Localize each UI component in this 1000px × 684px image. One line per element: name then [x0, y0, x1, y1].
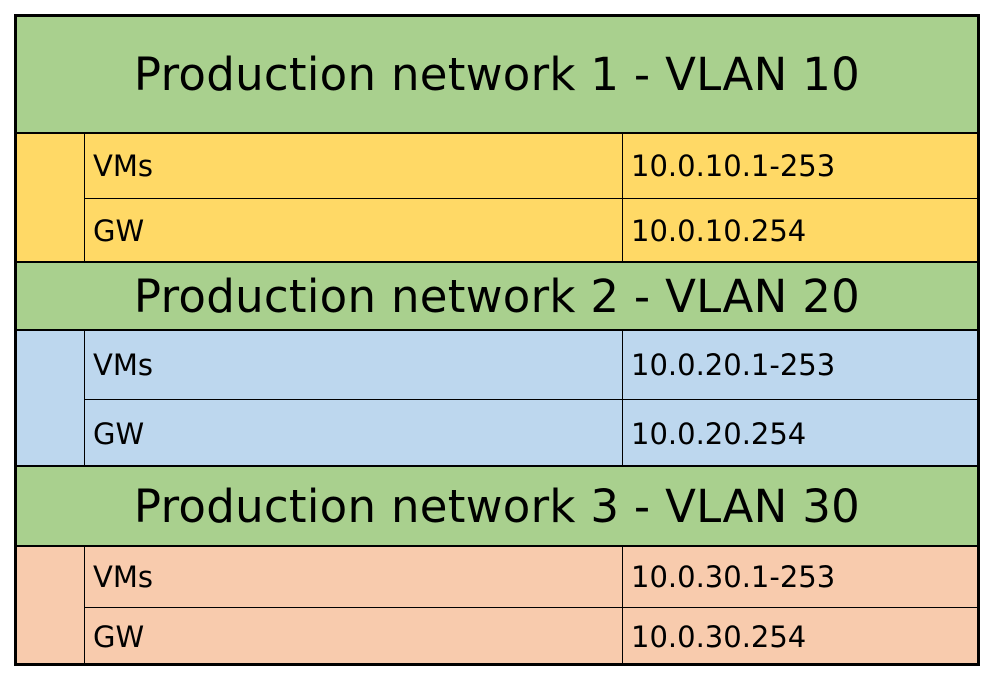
- table-row: VMs 10.0.30.1-253: [85, 547, 977, 607]
- row-label: GW: [85, 400, 623, 467]
- row-value: 10.0.10.1-253: [631, 149, 836, 183]
- table-row: VMs 10.0.10.1-253: [85, 134, 977, 198]
- row-value: 10.0.20.254: [631, 416, 807, 451]
- row-value: 10.0.20.1-253: [631, 348, 836, 382]
- network-table: Production network 1 - VLAN 10 VMs 10.0.…: [14, 14, 980, 666]
- network-1-indent: [17, 134, 85, 261]
- row-value: 10.0.30.1-253: [631, 560, 836, 594]
- network-3-title: Production network 3 - VLAN 30: [17, 465, 977, 545]
- row-label: GW: [85, 608, 623, 665]
- network-3-block: VMs 10.0.30.1-253 GW 10.0.30.254: [17, 545, 977, 665]
- row-label: VMs: [85, 331, 623, 399]
- table-row: VMs 10.0.20.1-253: [85, 331, 977, 399]
- network-1-title: Production network 1 - VLAN 10: [17, 17, 977, 132]
- network-2-title: Production network 2 - VLAN 20: [17, 261, 977, 329]
- row-label: GW: [85, 199, 623, 263]
- table-row: GW 10.0.20.254: [85, 399, 977, 467]
- table-row: GW 10.0.30.254: [85, 607, 977, 665]
- row-value: 10.0.30.254: [631, 619, 807, 654]
- row-value: 10.0.10.254: [631, 214, 807, 248]
- network-3-indent: [17, 547, 85, 663]
- network-2-block: VMs 10.0.20.1-253 GW 10.0.20.254: [17, 329, 977, 467]
- row-label: VMs: [85, 547, 623, 607]
- table-row: GW 10.0.10.254: [85, 198, 977, 263]
- network-2-indent: [17, 331, 85, 465]
- network-1-block: VMs 10.0.10.1-253 GW 10.0.10.254: [17, 132, 977, 263]
- row-label: VMs: [85, 134, 623, 198]
